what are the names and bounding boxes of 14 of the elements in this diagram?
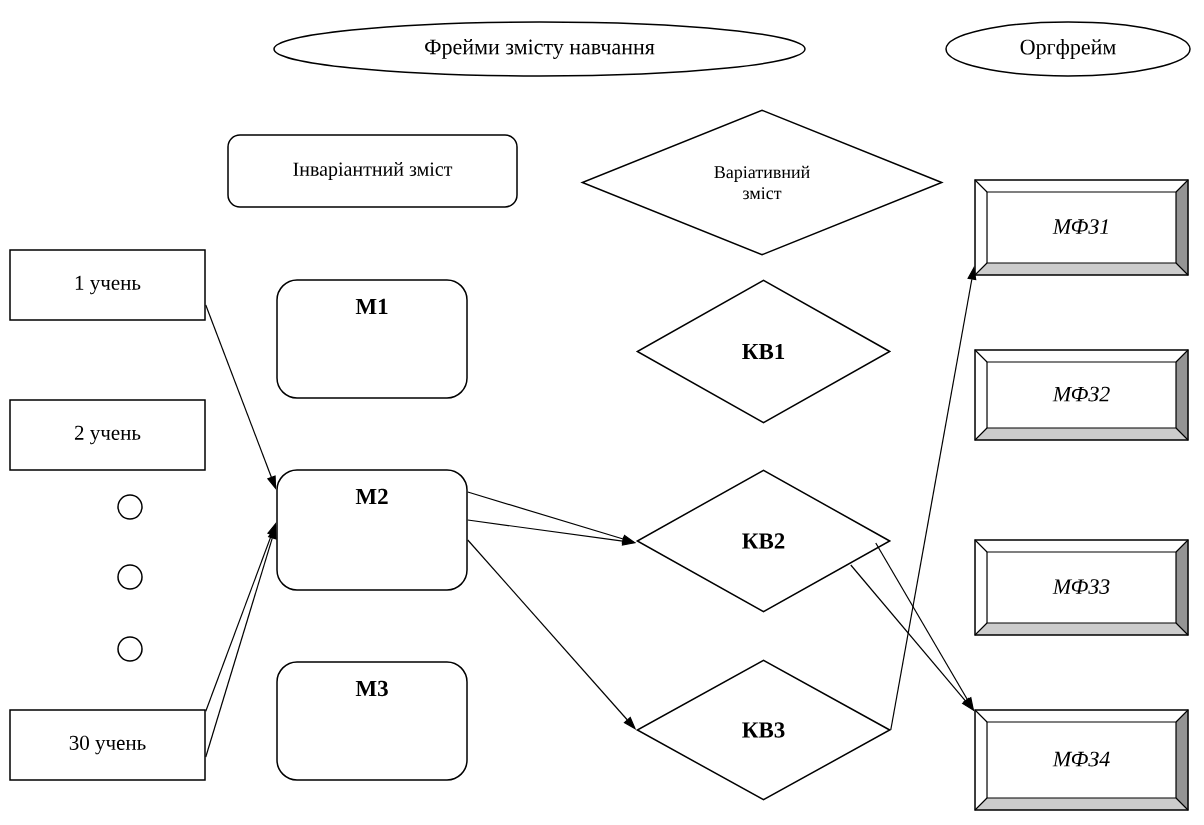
framed-box: МФЗ2 (974, 349, 1189, 441)
rounded-box: Інваріантний зміст (227, 134, 518, 208)
circle-symbol (117, 494, 143, 520)
module-box: М1 (276, 279, 468, 399)
framed-box: МФЗ1 (974, 179, 1189, 276)
student-box: 30 учень (9, 709, 206, 781)
student-box: 2 учень (9, 399, 206, 471)
circle-symbol (117, 636, 143, 662)
framed-box: МФЗ4 (974, 709, 1189, 811)
module-box: М2 (276, 469, 468, 591)
module-box: М3 (276, 661, 468, 781)
circle-symbol (117, 564, 143, 590)
framed-box: МФЗ3 (974, 539, 1189, 636)
student-box: 1 учень (9, 249, 206, 321)
